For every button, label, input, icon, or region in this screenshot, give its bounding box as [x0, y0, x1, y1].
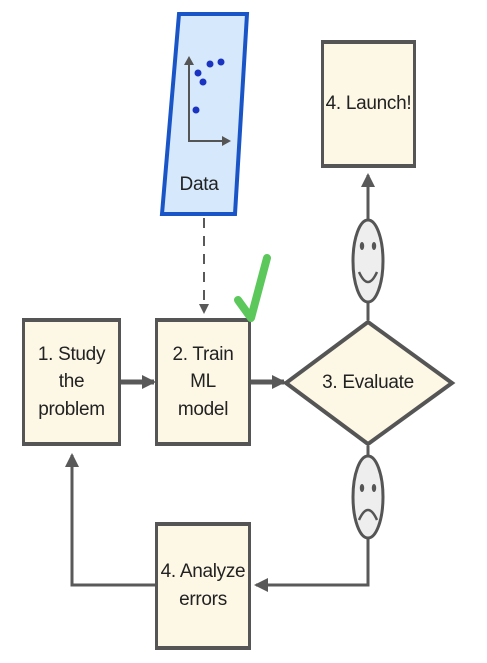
study-node-line1: 1. Study the [37, 343, 106, 393]
sad-face-icon [351, 454, 385, 540]
evaluate-node-shape [282, 319, 456, 447]
data-node-shape [159, 12, 250, 216]
scatter-plot-icon [184, 56, 231, 146]
happy-face-icon [351, 218, 385, 304]
launch-node: 4. Launch! [321, 40, 416, 168]
train-model-node: 2. Train ML model [155, 318, 251, 446]
analyze-node-line1: 4. Analyze [160, 561, 246, 583]
launch-node-label: 4. Launch! [325, 93, 412, 115]
analyze-node-line2: errors [179, 589, 227, 610]
train-node-line1: 2. Train ML [172, 343, 234, 393]
analyze-to-study-arrow [65, 453, 155, 587]
study-problem-node: 1. Study the problem [22, 318, 121, 446]
train-node-line2: model [177, 398, 229, 420]
evaluate-to-analyze-arrow [254, 446, 370, 592]
evaluate-node-label: 3. Evaluate [322, 372, 414, 393]
analyze-errors-node: 4. Analyze errors [155, 522, 251, 650]
data-node-label: Data [179, 174, 219, 195]
study-node-line2: problem [38, 398, 105, 420]
